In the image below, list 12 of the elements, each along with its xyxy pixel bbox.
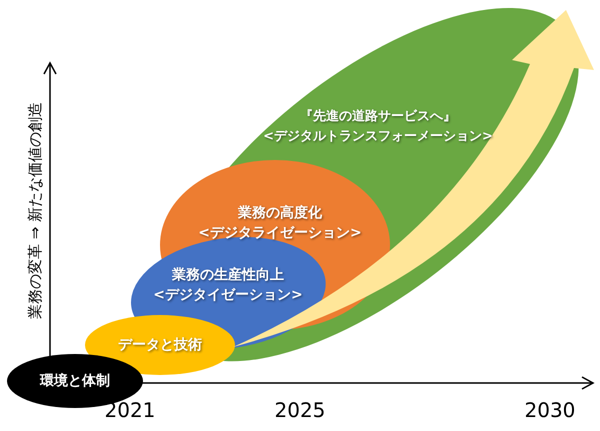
axis-tick-label: 2021: [104, 398, 156, 422]
ellipse-label: 『先進の道路サービスへ』: [300, 108, 456, 126]
axis-title: 業務の変革 ⇒ 新たな価値の創造: [26, 101, 45, 319]
ellipse-label: データと技術: [118, 336, 202, 355]
ellipse-label: <デジタイゼーション>: [153, 286, 303, 305]
axis-tick-label: 2030: [524, 398, 576, 422]
ellipse-label: 業務の高度化: [238, 204, 322, 223]
axis-tick-label: 2025: [274, 398, 326, 422]
ellipse-label: 環境と体制: [40, 372, 110, 391]
ellipse-label: <デジタライゼーション>: [198, 224, 362, 243]
ellipse-label: 業務の生産性向上: [172, 266, 284, 285]
ellipse-label: <デジタルトランスフォーメーション>: [263, 128, 493, 146]
